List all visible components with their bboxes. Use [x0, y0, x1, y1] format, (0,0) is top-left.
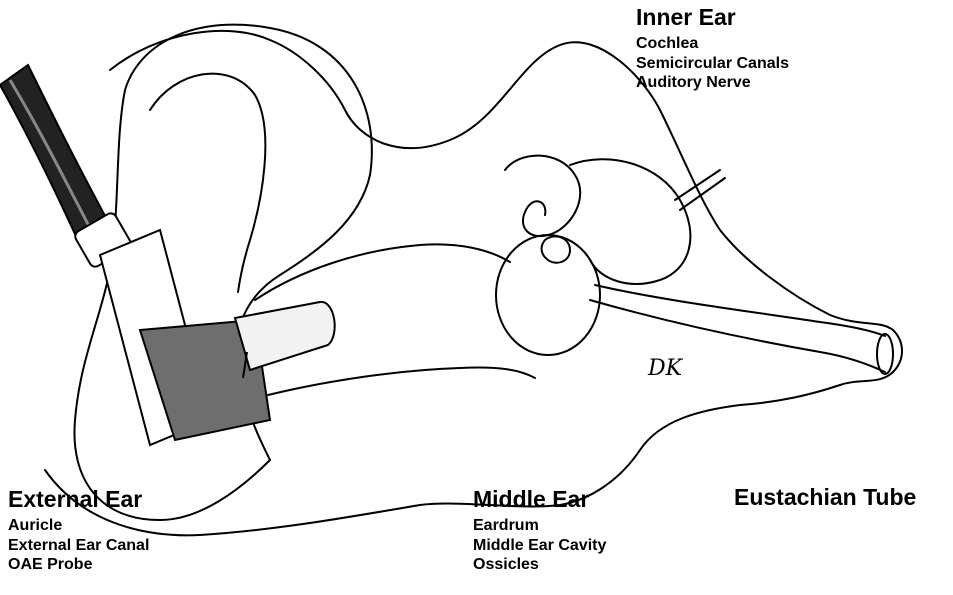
ear-canal-lower	[268, 367, 535, 395]
inner-ear-item-cochlea: Cochlea	[636, 34, 789, 54]
external-ear-item-auricle: Auricle	[8, 516, 149, 536]
eustachian-tube-opening	[877, 334, 893, 374]
inner-ear-item-semicircular-canals: Semicircular Canals	[636, 54, 789, 74]
middle-ear-item-ossicles: Ossicles	[473, 555, 606, 575]
probe-cable-stripe	[10, 80, 92, 232]
cochlea	[570, 159, 690, 284]
middle-ear-item-eardrum: Eardrum	[473, 516, 606, 536]
external-ear-item-oae-probe: OAE Probe	[8, 555, 149, 575]
probe-tip	[235, 302, 335, 370]
middle-ear-cavity	[496, 235, 600, 355]
inner-ear-heading: Inner Ear	[636, 3, 789, 31]
eustachian-tube-heading: Eustachian Tube	[734, 483, 916, 511]
oae-probe	[0, 65, 335, 445]
inner-ear-item-auditory-nerve: Auditory Nerve	[636, 73, 789, 93]
inner-ear-label-group: Inner Ear Cochlea Semicircular Canals Au…	[636, 3, 789, 93]
eustachian-tube-label-group: Eustachian Tube	[734, 483, 916, 514]
external-ear-label-group: External Ear Auricle External Ear Canal …	[8, 485, 149, 575]
stapes	[542, 236, 570, 262]
ossicles	[505, 156, 580, 237]
external-ear-heading: External Ear	[8, 485, 149, 513]
artist-signature: DK	[648, 356, 682, 381]
external-ear-item-canal: External Ear Canal	[8, 536, 149, 556]
eustachian-tube-upper	[595, 285, 885, 336]
ear-canal-upper	[255, 244, 510, 300]
middle-ear-label-group: Middle Ear Eardrum Middle Ear Cavity Oss…	[473, 485, 606, 575]
middle-ear-heading: Middle Ear	[473, 485, 606, 513]
middle-ear-item-cavity: Middle Ear Cavity	[473, 536, 606, 556]
